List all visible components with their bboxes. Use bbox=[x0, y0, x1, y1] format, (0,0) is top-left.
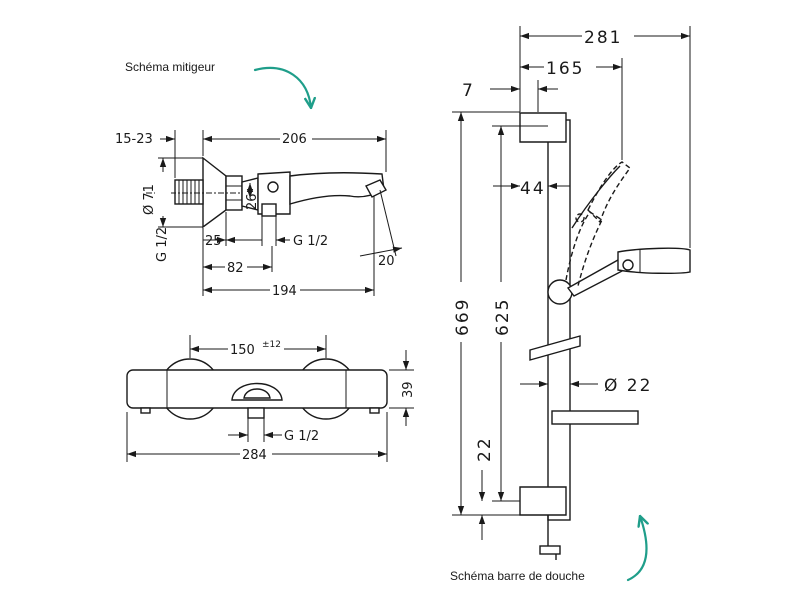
shower-bar-schema-caption: Schéma barre de douche bbox=[450, 569, 585, 583]
soap-dish bbox=[551, 410, 639, 425]
dim-194: 194 bbox=[272, 284, 297, 299]
dim-26: 26 bbox=[245, 193, 260, 210]
dim-20-angle: 20 bbox=[378, 254, 395, 269]
dim-15-23: 15-23 bbox=[115, 132, 153, 147]
teal-arrow-mixer-icon bbox=[253, 66, 317, 110]
handshower-head bbox=[617, 247, 691, 275]
bar-sleeve bbox=[529, 335, 581, 361]
dim-44: 44 bbox=[520, 179, 546, 199]
handshower-handle bbox=[566, 259, 625, 297]
teal-arrow-shower-icon bbox=[626, 514, 649, 582]
riser-bar bbox=[547, 119, 571, 521]
dim-g12-inlet: G 1/2 bbox=[293, 234, 328, 249]
dim-165: 165 bbox=[546, 59, 584, 79]
front-outlet bbox=[247, 407, 265, 419]
inlet-fitting bbox=[261, 203, 277, 217]
slider-ball-joint bbox=[547, 279, 573, 305]
dim-284: 284 bbox=[242, 448, 267, 463]
dim-g12-front: G 1/2 bbox=[284, 429, 319, 444]
right-foot bbox=[369, 407, 380, 414]
hose-connector bbox=[539, 545, 561, 555]
dim-150-tolerance: ±12 bbox=[262, 340, 281, 350]
dim-25: 25 bbox=[205, 234, 222, 249]
dim-22: 22 bbox=[475, 436, 495, 462]
dim-39: 39 bbox=[401, 381, 416, 398]
dim-g12-vertical: G 1/2 bbox=[155, 227, 170, 262]
left-foot bbox=[140, 407, 151, 414]
top-wall-bracket bbox=[519, 112, 567, 143]
spout-outlet bbox=[365, 179, 387, 198]
mixer-side-view: 15-23 206 Ø 71 G 1/2 26 25 G 1/2 82 194 bbox=[115, 130, 403, 299]
mixer-front-view: 150 ±12 39 G 1/2 284 bbox=[126, 335, 416, 463]
threaded-connector bbox=[174, 179, 204, 205]
dim-82: 82 bbox=[227, 261, 244, 276]
dim-669: 669 bbox=[453, 298, 473, 336]
dim-206: 206 bbox=[282, 132, 307, 147]
dim-dia-71: Ø 71 bbox=[142, 184, 157, 215]
bottom-wall-bracket bbox=[519, 486, 567, 516]
mixer-schema-caption: Schéma mitigeur bbox=[125, 60, 215, 74]
dim-150: 150 bbox=[230, 343, 255, 358]
dim-7: 7 bbox=[462, 81, 475, 101]
dim-625: 625 bbox=[493, 298, 513, 336]
dim-dia-22: Ø 22 bbox=[604, 376, 652, 396]
shower-bar-view: 281 165 7 44 669 625 Ø 22 22 bbox=[452, 26, 691, 560]
mixer-knob-mark bbox=[267, 181, 279, 193]
dim-281: 281 bbox=[584, 28, 622, 48]
